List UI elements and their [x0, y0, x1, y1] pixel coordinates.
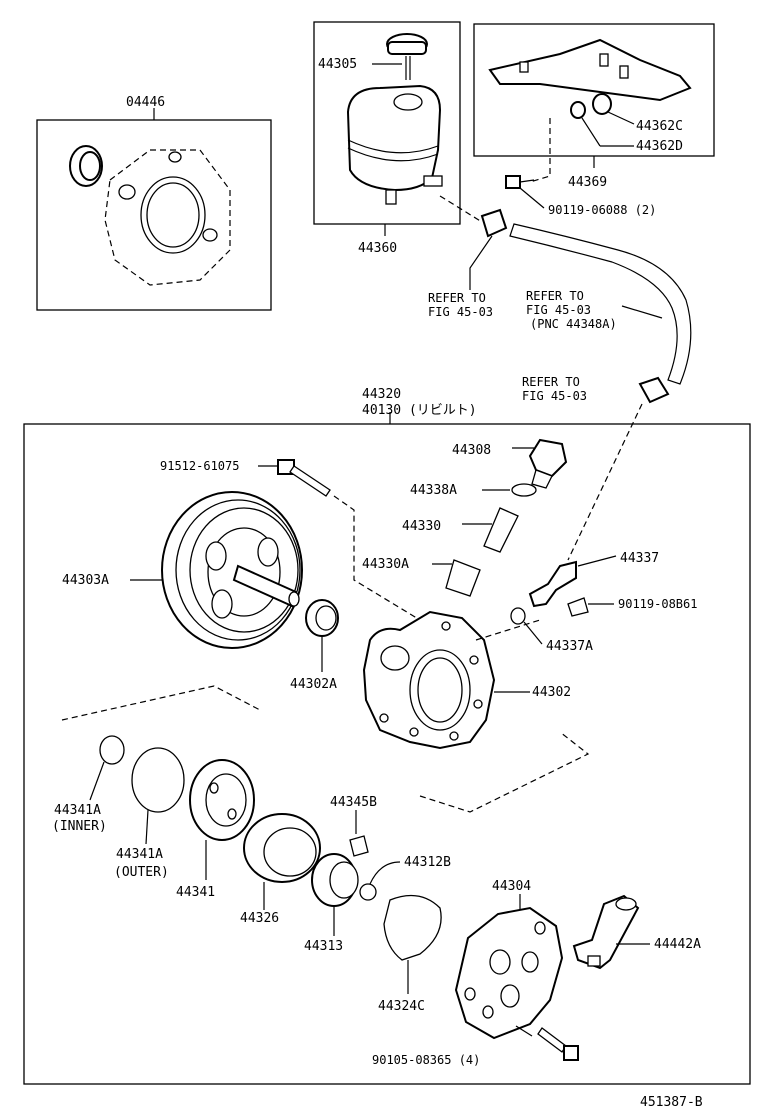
figure-id: 451387-B — [640, 1095, 703, 1110]
seal-outline-bottom — [419, 731, 590, 813]
label-44360: 44360 — [358, 241, 397, 256]
cam-ring-44326 — [243, 813, 321, 910]
gasket-outline — [104, 149, 231, 286]
bolt-90105 — [515, 1025, 579, 1061]
label-44362C: 44362C — [636, 119, 683, 134]
rotor-vane-group — [311, 810, 401, 936]
label-44341A-outer: 44341A — [116, 847, 163, 862]
label-44312B: 44312B — [404, 855, 451, 870]
label-44324C: 44324C — [378, 999, 425, 1014]
gasket-44324C — [383, 894, 442, 994]
label-44442A: 44442A — [654, 937, 701, 952]
bracket-box — [473, 23, 715, 183]
plate-44341 — [189, 759, 255, 880]
gasket-kit-box — [36, 108, 272, 311]
label-44326: 44326 — [240, 911, 279, 926]
label-44362D: 44362D — [636, 139, 683, 154]
label-44302: 44302 — [532, 685, 571, 700]
label-44341A-inner: 44341A — [54, 803, 101, 818]
label-44320: 44320 — [362, 387, 401, 402]
label-44308: 44308 — [452, 443, 491, 458]
label-44330A: 44330A — [362, 557, 409, 572]
label-outer: (OUTER) — [114, 865, 169, 880]
label-44302A: 44302A — [290, 677, 337, 692]
refer2-line3: (PNC 44348A) — [530, 317, 617, 331]
bolt-90119-06088 — [505, 175, 545, 209]
refer3-line2: FIG 45-03 — [522, 389, 587, 403]
seal-outline-top — [61, 685, 261, 721]
rear-housing-44304 — [454, 894, 564, 1040]
label-90119-08B61: 90119-08B61 — [618, 597, 697, 611]
label-44345B: 44345B — [330, 795, 377, 810]
label-44305: 44305 — [318, 57, 357, 72]
reservoir-box — [313, 21, 461, 236]
bolt-91512 — [258, 459, 421, 621]
refer3-line1: REFER TO — [522, 375, 580, 389]
flow-control-valve — [432, 438, 568, 597]
label-04446: 04446 — [126, 95, 165, 110]
bearing-44302A — [305, 599, 339, 672]
refer1-line2: FIG 45-03 — [428, 305, 493, 319]
label-44337: 44337 — [620, 551, 659, 566]
label-44369: 44369 — [568, 175, 607, 190]
label-44304: 44304 — [492, 879, 531, 894]
hose-assembly — [439, 195, 692, 561]
union-44337 — [510, 555, 617, 645]
label-40130: 40130 (リビルト) — [362, 403, 477, 418]
pressure-switch-44442A — [572, 894, 650, 970]
label-44337A: 44337A — [546, 639, 593, 654]
label-90119-06088: 90119-06088 (2) — [548, 203, 656, 217]
pump-assembly-box — [23, 412, 751, 1085]
refer1-line1: REFER TO — [428, 291, 486, 305]
label-91512: 91512-61075 — [160, 459, 239, 473]
refer2-line2: FIG 45-03 — [526, 303, 591, 317]
label-44303A: 44303A — [62, 573, 109, 588]
label-44341: 44341 — [176, 885, 215, 900]
pump-assembly-frame — [23, 423, 751, 1085]
label-inner: (INNER) — [52, 819, 107, 834]
label-44330: 44330 — [402, 519, 441, 534]
label-44313: 44313 — [304, 939, 343, 954]
reservoir-frame — [313, 21, 461, 225]
label-90105: 90105-08365 (4) — [372, 1053, 480, 1067]
pulley-44303A — [130, 491, 303, 649]
refer2-line1: REFER TO — [526, 289, 584, 303]
pump-housing-44302 — [362, 610, 541, 750]
label-44338A: 44338A — [410, 483, 457, 498]
orings-44341A — [89, 735, 185, 845]
